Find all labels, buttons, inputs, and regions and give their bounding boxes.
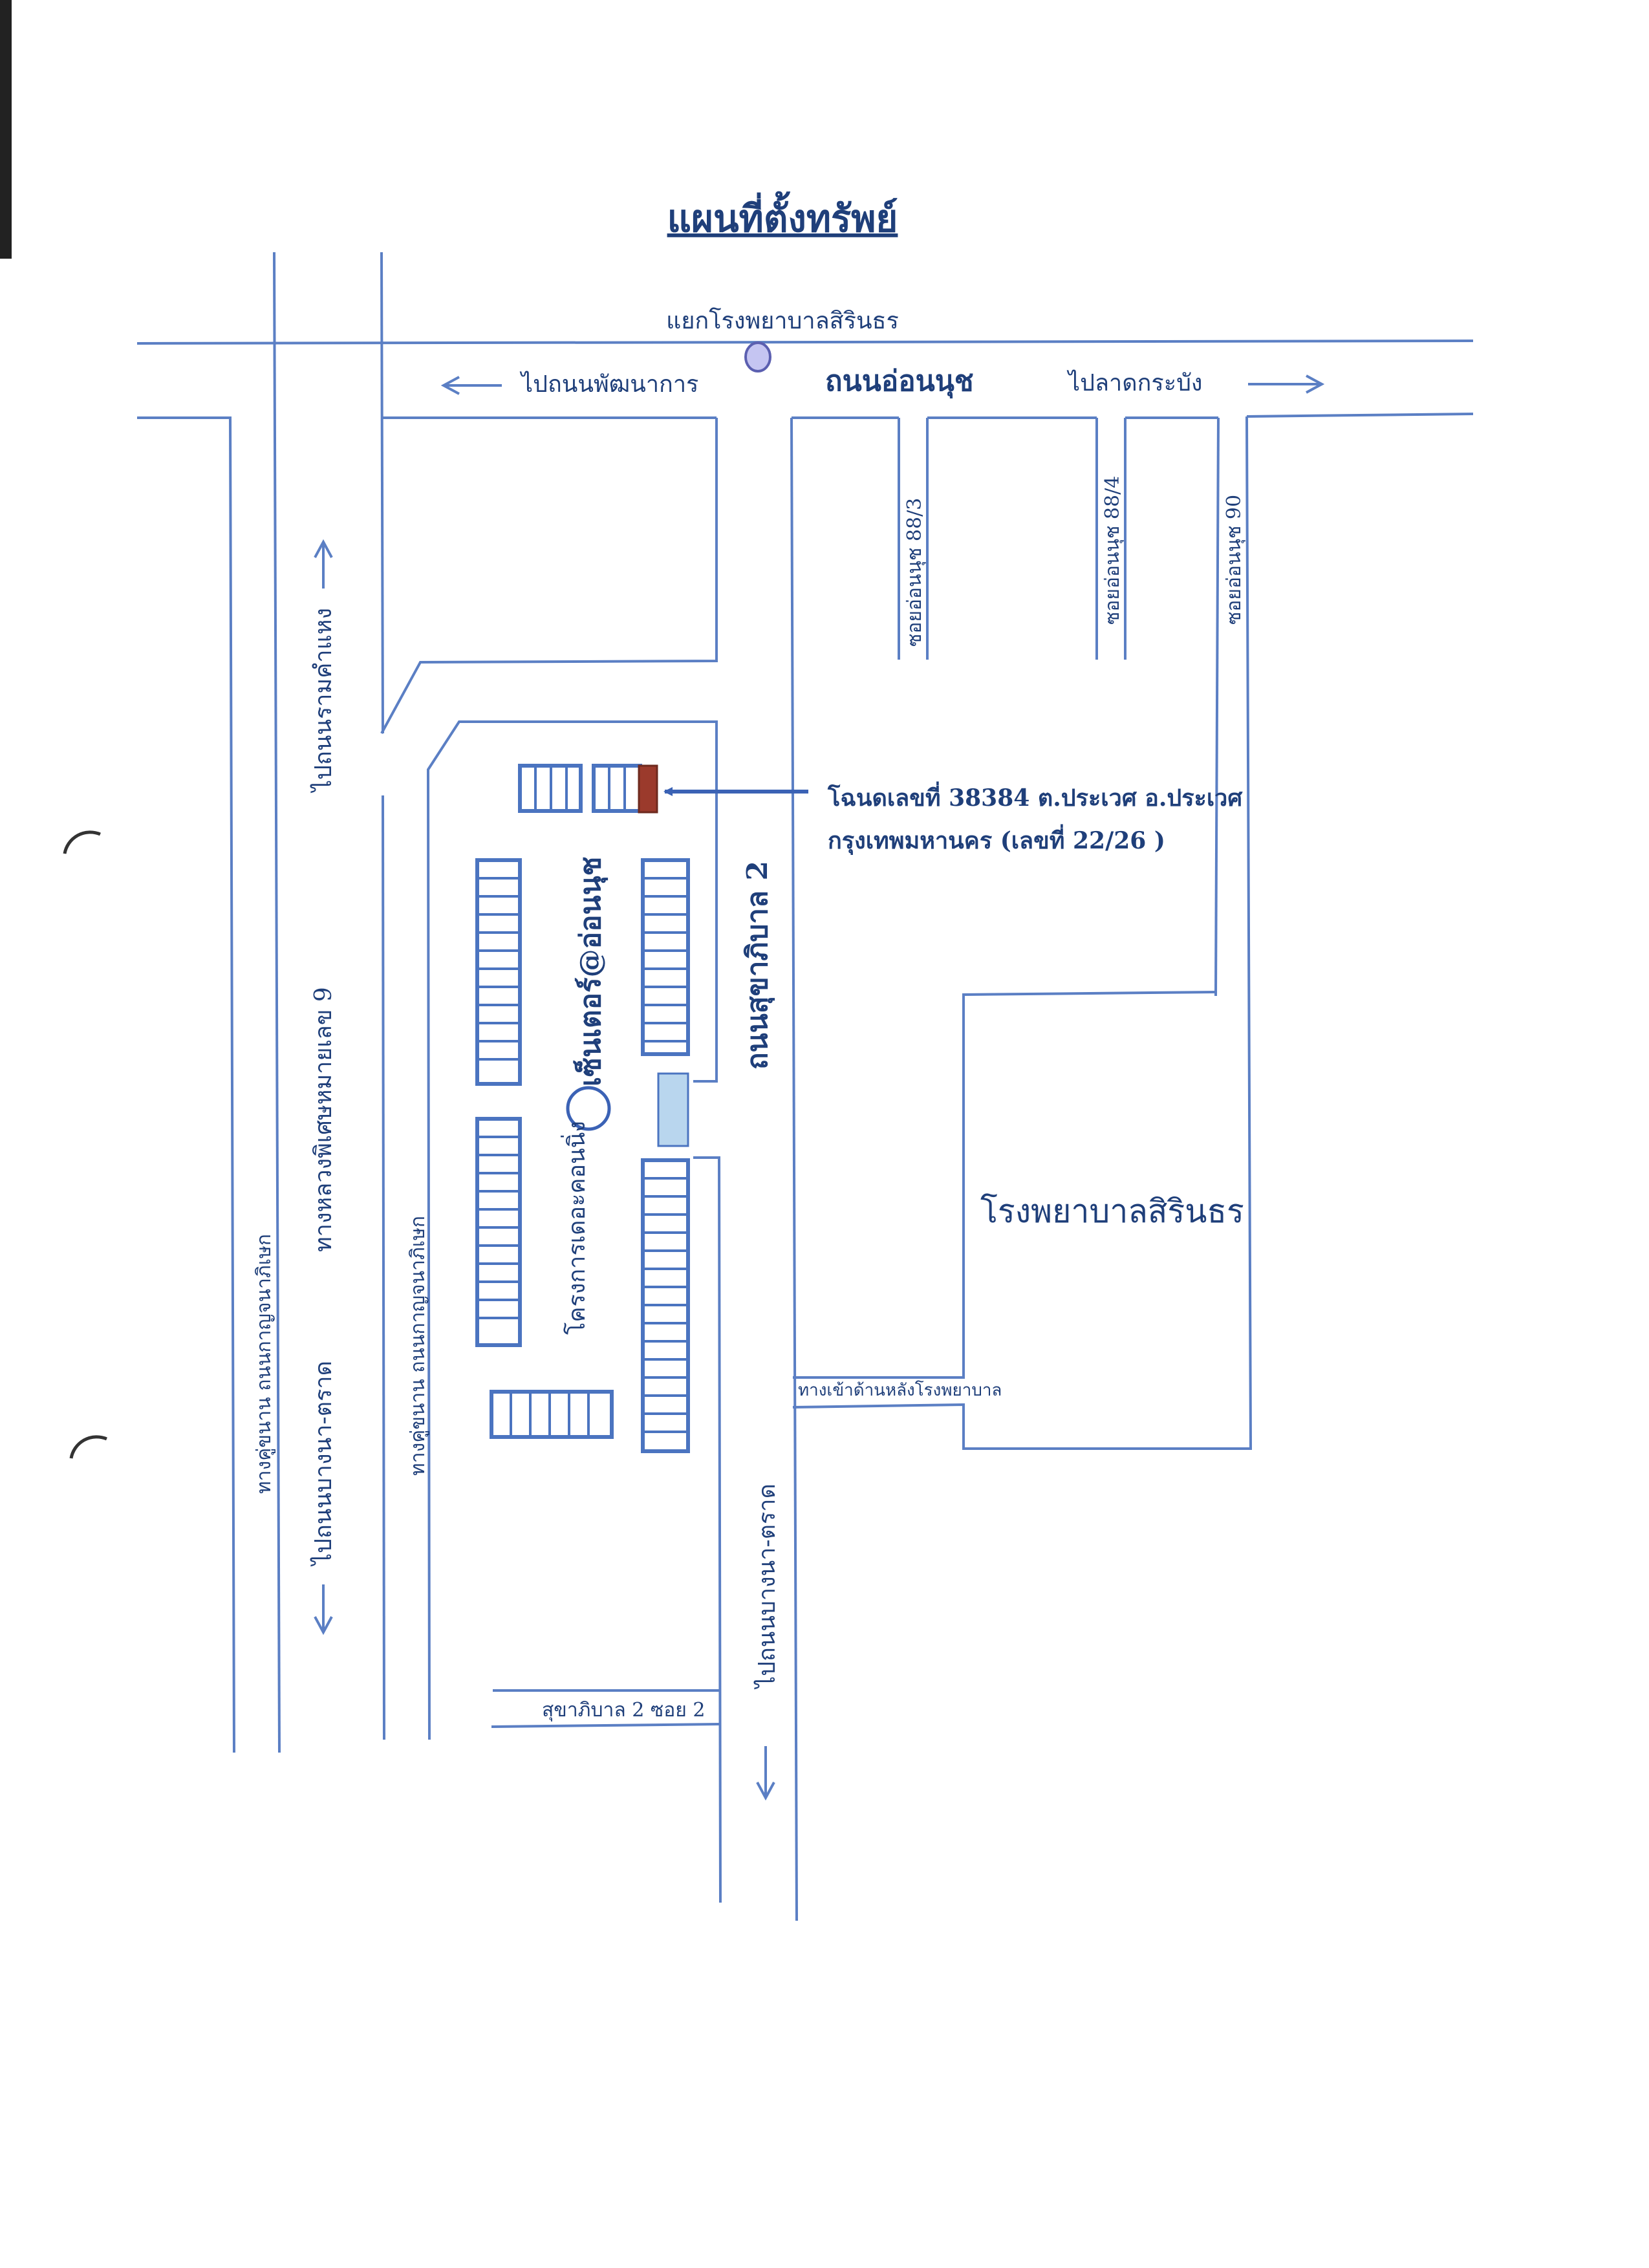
road-frontage-inner-lower <box>693 1156 722 1903</box>
sukhapiban-soi-label: สุขาภิบาล 2 ซอย 2 <box>542 1699 705 1722</box>
entrance-box <box>657 1072 689 1147</box>
soi-90-label: ซอยอ่อนนุช 90 <box>1223 495 1246 625</box>
punch-hole-lower <box>69 1435 107 1459</box>
sukhapiban-road-label: ถนนสุขาภิบาล 2 <box>741 861 775 1070</box>
scan-edge-left <box>0 0 12 259</box>
building-block-east <box>641 858 690 1453</box>
road-anonnut-north-edge <box>136 340 1474 345</box>
road-soi-90-east <box>792 416 1253 1450</box>
road-anonnut-south-edge-right <box>1246 413 1474 418</box>
motorway-label: ทางหลวงพิเศษหมายเลข 9 <box>310 987 337 1252</box>
to-bangna-trat-bottom-label: ไปถนนบางนา-ตราด <box>753 1484 781 1690</box>
hospital-boundary <box>793 991 1216 1379</box>
road-sukhapiban-soi2-south <box>491 1723 720 1728</box>
to-ladkrabang-label: ไปลาดกระบัง <box>1066 369 1203 396</box>
frontage-inner-label: ทางคู่ขนาน ถนนกาญจนาภิเษก <box>407 1216 429 1476</box>
punch-hole-upper <box>63 830 101 854</box>
to-bangna-trat-left-label: ไปถนนบางนา-ตราด <box>310 1361 337 1567</box>
junction-label: แยกโรงพยาบาลสิรินธร <box>666 307 899 334</box>
road-frontage-outer <box>137 416 235 1753</box>
road-soi-90-west <box>1214 417 1220 997</box>
junction-marker <box>744 341 771 373</box>
property-note-line2: กรุงเทพมหานคร (เลขที่ 22/26 ) <box>828 824 1165 856</box>
building-row-top <box>518 764 642 813</box>
center-name-label: เซ็นเตอร์@อ่อนนุช <box>573 856 609 1086</box>
road-motorway-east-edge-lower <box>382 795 385 1740</box>
anonnut-road-label: ถนนอ่อนนุช <box>825 365 974 399</box>
hospital-back-entrance-label: ทางเข้าด้านหลังโรงพยาบาล <box>798 1380 1002 1400</box>
project-center-circle-icon <box>566 1086 611 1131</box>
to-pattanakan-label: ไปถนนพัฒนาการ <box>519 371 698 398</box>
map-title: แผนที่ตั้งทรัพย์ <box>667 191 898 241</box>
property-marker <box>638 764 658 814</box>
road-sukhapiban2-east-edge <box>790 417 798 1921</box>
hospital-label: โรงพยาบาลสิรินธร <box>980 1193 1244 1230</box>
road-frontage-inner <box>426 720 718 1740</box>
building-block-west <box>475 858 614 1439</box>
project-name-label: โครงการเดอะคอนนิ่ง <box>561 1121 590 1335</box>
soi-88-4-label: ซอยอ่อนนุช 88/4 <box>1101 476 1125 625</box>
property-note-line1: โฉนดเลขที่ 38384 ต.ประเวศ อ.ประเวศ <box>827 781 1243 812</box>
to-ramkhamhaeng-label: ไปถนนรามคำแหง <box>310 608 337 794</box>
road-motorway-east-edge <box>380 252 384 734</box>
road-ramp <box>380 418 718 734</box>
frontage-outer-label: ทางคู่ขนาน ถนนกาญจนาภิเษก <box>253 1234 275 1494</box>
road-motorway-west-edge <box>273 252 281 1753</box>
soi-88-3-label: ซอยอ่อนนุช 88/3 <box>903 498 927 647</box>
